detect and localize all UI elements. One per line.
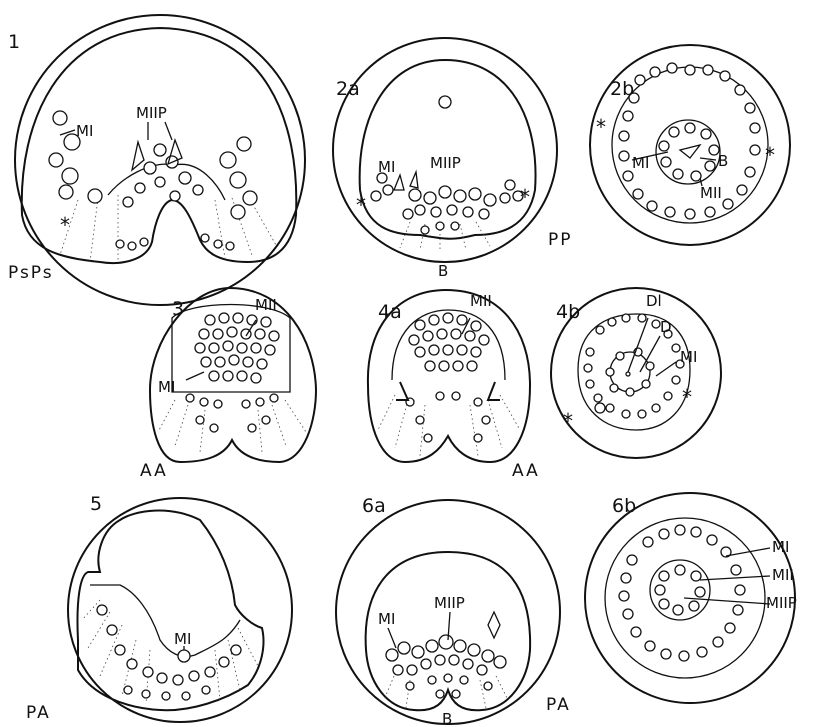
structure-label: MIIP (136, 104, 167, 122)
stage-label: PP (548, 230, 573, 250)
figure-2a: 2a MI MIIP B PP * * (333, 38, 573, 280)
structure-label: MI (174, 630, 191, 648)
figure-number: 6b (612, 495, 636, 517)
structure-label: B (718, 152, 728, 170)
stage-label: AA (140, 461, 168, 481)
figure-number: 3 (172, 298, 184, 320)
asterisk-marker: * (356, 193, 366, 217)
structure-label: MII (700, 184, 722, 202)
structure-label: B (442, 710, 452, 727)
structure-label: MII (255, 296, 277, 314)
asterisk-marker: * (682, 385, 692, 409)
figure-4b: 4b Dl D MI * * (551, 288, 721, 458)
structure-label: MII (772, 566, 794, 584)
figure-5: 5 MI PA (26, 493, 292, 723)
figure-number: 1 (8, 31, 20, 53)
figure-6a: 6a MIIP MI B PA (336, 495, 571, 727)
structure-label: MI (632, 154, 649, 172)
structure-label: B (438, 262, 448, 280)
figure-number: 5 (90, 493, 102, 515)
structure-label: MI (378, 158, 395, 176)
structure-label: MIIP (434, 594, 465, 612)
figure-number: 2b (610, 78, 634, 100)
structure-label: MI (76, 122, 93, 140)
asterisk-marker: * (596, 115, 606, 139)
figure-number: 2a (336, 78, 360, 100)
asterisk-marker: * (60, 213, 70, 237)
figure-number: 4b (556, 301, 580, 323)
figure-6b: 6b MI MII MIIP (585, 493, 797, 703)
structure-label: MII (470, 292, 492, 310)
structure-label: MI (378, 610, 395, 628)
structure-label: MIIP (430, 154, 461, 172)
asterisk-marker: * (520, 185, 530, 209)
figure-1: 1 MI MIIP PsPs * (8, 15, 305, 305)
figure-number: 6a (362, 495, 386, 517)
figure-3: 3 MII MI AA (140, 288, 316, 481)
asterisk-marker: * (563, 409, 573, 433)
stage-label: PsPs (8, 263, 54, 283)
structure-label: MIIP (766, 594, 797, 612)
structure-label: MI (772, 538, 789, 556)
asterisk-marker: * (765, 143, 775, 167)
figure-4a: 4a MII AA (368, 290, 540, 481)
structure-label: Dl (646, 292, 662, 310)
stage-label: AA (512, 461, 540, 481)
figure-2b: 2b MI B MII * * (590, 45, 790, 245)
figure-number: 4a (378, 301, 402, 323)
structure-label: MI (158, 378, 175, 396)
stage-label: PA (26, 703, 51, 723)
structure-label: MI (680, 348, 697, 366)
structure-label: D (660, 318, 672, 336)
stage-label: PA (546, 695, 571, 715)
